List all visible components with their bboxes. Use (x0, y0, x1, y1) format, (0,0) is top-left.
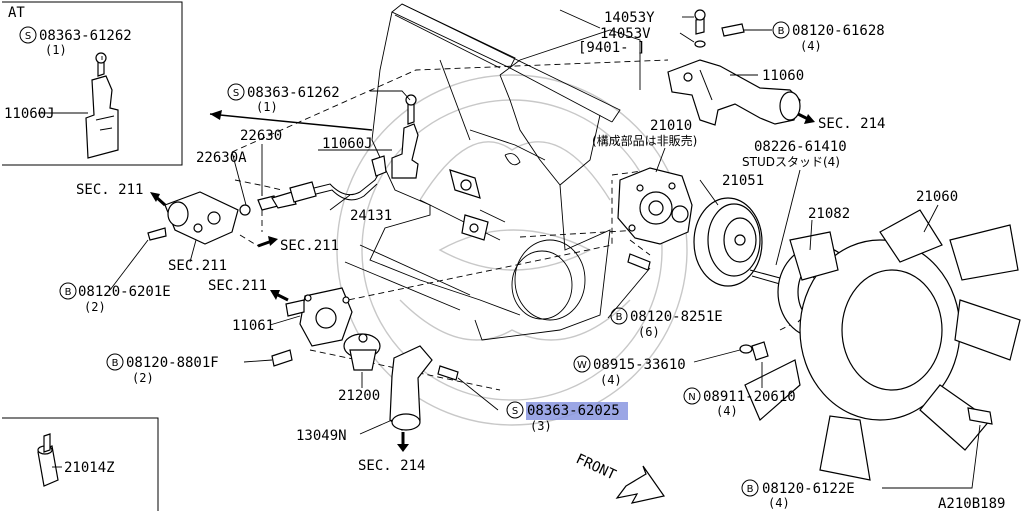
label-13049n[interactable]: 13049N (296, 428, 347, 444)
badge-b-4: B (106, 353, 124, 371)
water-pump-21010 (617, 167, 693, 271)
watermark-emblem (336, 74, 688, 426)
label-11060[interactable]: 11060 (762, 68, 804, 84)
label-at: AT (8, 5, 25, 21)
selected-part-highlight (526, 402, 628, 420)
svg-text:S: S (233, 88, 239, 99)
label-sec211-lower[interactable]: SEC.211 (208, 278, 267, 294)
qty-08363-61262-mid: (1) (256, 100, 278, 114)
svg-text:B: B (65, 287, 72, 298)
badge-s-3: S (506, 401, 524, 419)
label-08120-8801f[interactable]: 08120-8801F (126, 355, 219, 371)
label-14053y[interactable]: 14053Y (604, 10, 655, 26)
washer-and-nut (739, 341, 769, 361)
label-11061[interactable]: 11061 (232, 318, 274, 334)
label-08120-6122e[interactable]: 08120-6122E (762, 481, 855, 497)
label-14053v[interactable]: 14053V (600, 26, 651, 42)
part-21014z (37, 433, 59, 487)
water-inlet-13049n (389, 345, 459, 431)
label-sec214-bottom[interactable]: SEC. 214 (358, 458, 425, 474)
label-21082[interactable]: 21082 (808, 206, 850, 222)
label-24131[interactable]: 24131 (350, 208, 392, 224)
svg-text:B: B (112, 358, 119, 369)
label-21060[interactable]: 21060 (916, 189, 958, 205)
pulley-21051 (693, 197, 763, 287)
label-21200[interactable]: 21200 (338, 388, 380, 404)
inset-box-21014z (2, 417, 159, 511)
label-21010[interactable]: 21010 (650, 118, 692, 134)
label-08915-33610[interactable]: 08915-33610 (593, 357, 686, 373)
water-inlet-11060 (667, 9, 801, 126)
svg-text:N: N (688, 392, 695, 403)
qty-08120-61628: (4) (800, 39, 822, 53)
inset-box-at (2, 1, 183, 166)
temperature-sensor (257, 155, 387, 211)
badge-s-2: S (227, 83, 245, 101)
gasket-parts (449, 169, 489, 241)
badge-s-1: S (19, 26, 37, 44)
bracket-11060j-inset (85, 52, 119, 159)
qty-08120-6201e: (2) (84, 300, 106, 314)
badge-b-2: B (59, 282, 77, 300)
cooling-fan-21060 (744, 209, 1021, 481)
label-21010-note: (構成部品は非販売) (592, 133, 697, 148)
label-sec214-right[interactable]: SEC. 214 (818, 116, 885, 132)
qty-08120-6122e: (4) (768, 496, 790, 510)
svg-text:B: B (778, 26, 785, 37)
label-sec211-lower-housing[interactable]: SEC.211 (168, 258, 227, 274)
qty-08911-20610: (4) (716, 404, 738, 418)
bracket-11060j (391, 94, 419, 179)
label-08911-20610[interactable]: 08911-20610 (703, 389, 796, 405)
qty-08363-61262-top: (1) (45, 43, 67, 57)
badge-w-1: W (573, 355, 591, 373)
label-sec211-left[interactable]: SEC. 211 (76, 182, 143, 198)
svg-text:S: S (25, 31, 31, 42)
leader-lines (38, 16, 981, 489)
badge-b-3: B (610, 307, 628, 325)
svg-text:W: W (577, 360, 587, 371)
label-sec211-mid[interactable]: SEC.211 (280, 238, 339, 254)
label-21014z[interactable]: 21014Z (64, 460, 115, 476)
thermostat-housing-11061 (271, 287, 353, 367)
badge-b-1: B (772, 21, 790, 39)
label-11060j-inset[interactable]: 11060J (4, 106, 55, 122)
label-08363-61262-mid[interactable]: 08363-61262 (247, 85, 340, 101)
direction-arrows (150, 110, 815, 452)
qty-08120-8801f: (2) (132, 371, 154, 385)
qty-08915-33610: (4) (600, 373, 622, 387)
label-08363-62025[interactable]: 08363-62025 (527, 403, 620, 419)
qty-08120-8251e: (6) (638, 325, 660, 339)
front-arrow (615, 465, 666, 504)
callout-badges: S S S B B B B B W N (19, 21, 790, 497)
svg-text:S: S (512, 406, 518, 417)
part-labels: AT 08363-61262 (1) 11060J 14053Y 14053V … (4, 5, 1005, 511)
engine-block-outline (344, 3, 641, 341)
label-08120-61628[interactable]: 08120-61628 (792, 23, 885, 39)
label-08226-61410[interactable]: 08226-61410 (754, 139, 847, 155)
label-08363-61262-top[interactable]: 08363-61262 (39, 28, 132, 44)
badge-b-5: B (741, 479, 759, 497)
label-08120-6201e[interactable]: 08120-6201E (78, 284, 171, 300)
qty-08363-62025: (3) (530, 419, 552, 433)
label-9401: [9401- ] (578, 40, 645, 56)
label-08120-8251e[interactable]: 08120-8251E (630, 309, 723, 325)
svg-text:B: B (747, 484, 754, 495)
label-front: FRONT (573, 451, 618, 484)
thermostat-21200 (343, 333, 381, 371)
label-stud-note: STUDスタッド(4) (742, 155, 840, 169)
water-outlet-housing (147, 191, 251, 245)
svg-text:B: B (616, 312, 623, 323)
diagram-code: A210B189 (938, 496, 1005, 511)
label-22630a[interactable]: 22630A (196, 150, 247, 166)
label-11060j[interactable]: 11060J (322, 136, 373, 152)
label-21051[interactable]: 21051 (722, 173, 764, 189)
label-22630[interactable]: 22630 (240, 128, 282, 144)
badge-n-1: N (683, 387, 701, 405)
